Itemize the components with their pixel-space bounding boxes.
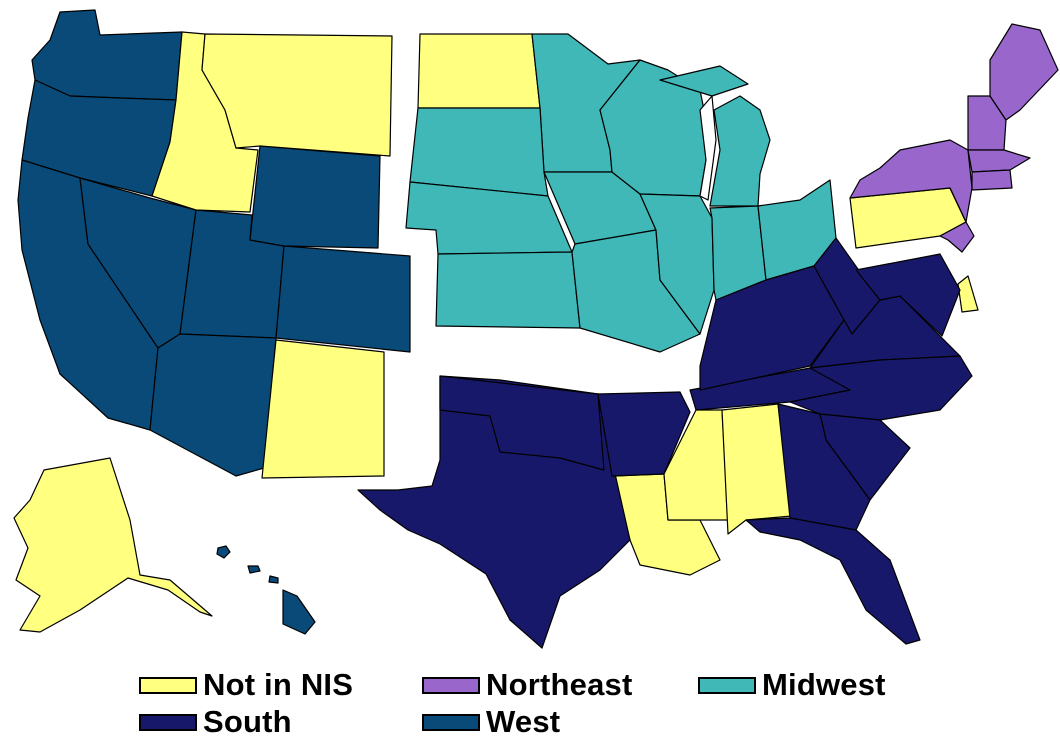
legend-swatch-northeast [422, 676, 480, 694]
state-arizona [149, 333, 277, 477]
region-northeast [849, 23, 1059, 253]
state-colorado [275, 245, 411, 353]
map-legend: Not in NIS Northeast Midwest South West [0, 667, 1060, 748]
legend-swatch-south [139, 713, 197, 731]
state-maine [989, 23, 1059, 121]
legend-label-south: South [203, 704, 292, 739]
legend-label-not-in-nis: Not in NIS [203, 667, 354, 702]
state-hawaii [216, 545, 316, 635]
state-washington [31, 9, 183, 101]
state-delaware [957, 275, 979, 313]
state-vermont-nh [967, 95, 1007, 151]
legend-label-west: West [486, 704, 561, 739]
state-oklahoma [439, 375, 605, 471]
state-arkansas [597, 391, 691, 477]
region-midwest [405, 33, 837, 353]
lake-michigan [699, 95, 717, 201]
legend-swatch-west [422, 713, 480, 731]
state-maryland [855, 253, 961, 337]
legend-label-northeast: Northeast [486, 667, 633, 702]
legend-item-not-in-nis: Not in NIS [139, 667, 354, 702]
region-not-in-nis [13, 31, 979, 633]
legend-item-south: South [139, 704, 292, 739]
state-alaska [13, 457, 213, 633]
legend-item-west: West [422, 704, 561, 739]
state-kansas [435, 251, 581, 329]
us-regions-map [13, 9, 1059, 649]
state-new-jersey [939, 187, 975, 253]
region-west [17, 9, 411, 635]
state-montana [201, 33, 393, 157]
state-north-carolina [789, 355, 973, 421]
state-massachusetts [967, 149, 1031, 173]
legend-swatch-midwest [698, 676, 756, 694]
region-south [357, 237, 973, 649]
state-wyoming [249, 145, 381, 249]
legend-swatch-not-in-nis [139, 676, 197, 694]
state-ct-ri [971, 169, 1013, 191]
state-new-mexico [261, 339, 385, 479]
state-michigan [659, 65, 771, 207]
state-alabama [721, 403, 793, 535]
legend-label-midwest: Midwest [762, 667, 886, 702]
state-south-dakota [409, 107, 549, 197]
legend-item-midwest: Midwest [698, 667, 886, 702]
state-north-dakota [417, 33, 541, 109]
legend-item-northeast: Northeast [422, 667, 633, 702]
state-florida [745, 517, 921, 645]
state-illinois [639, 193, 715, 335]
